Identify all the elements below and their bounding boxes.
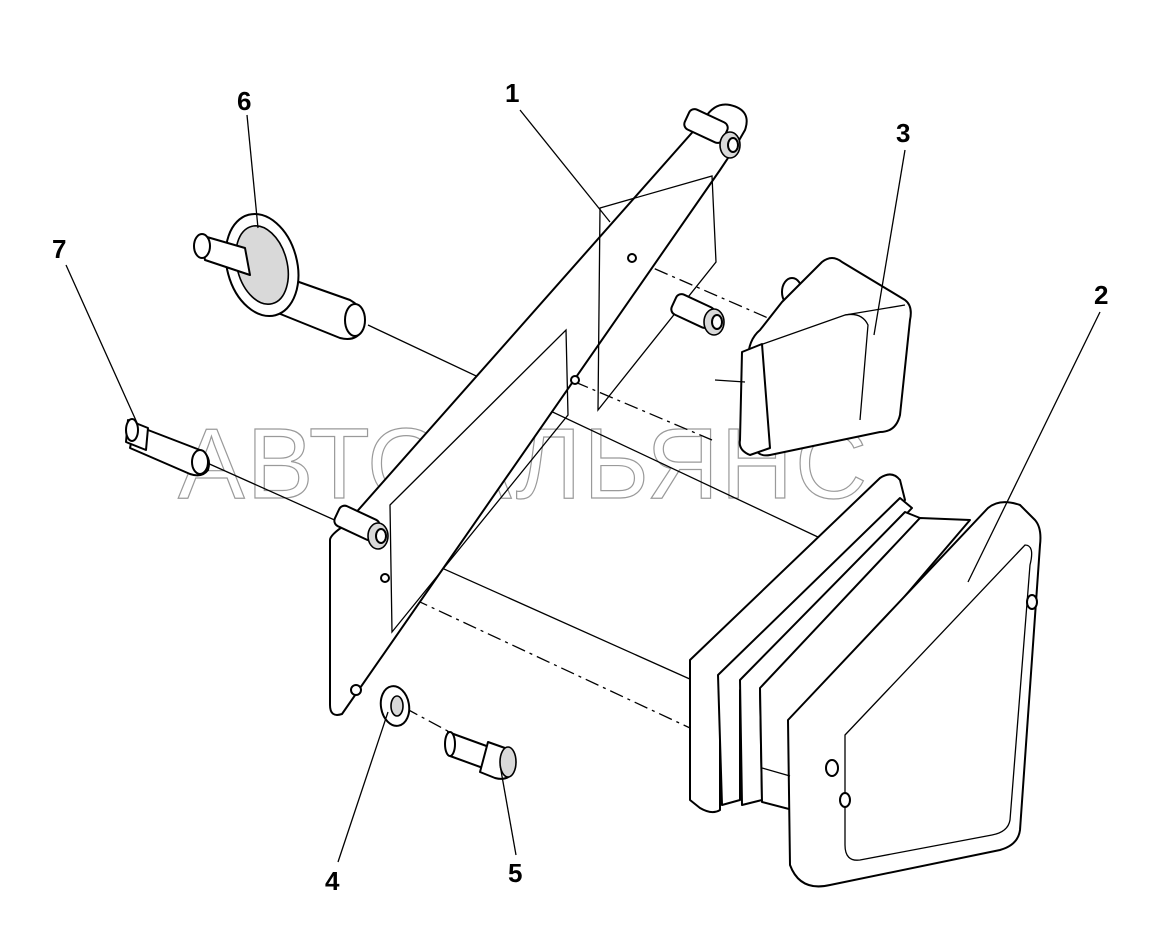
callout-4: 4 (325, 866, 340, 896)
leader-lines (65, 109, 1101, 863)
callout-6: 6 (237, 86, 251, 116)
bracket-stud-bottom (333, 504, 389, 550)
callout-1: 1 (505, 78, 519, 108)
callout-3: 3 (896, 118, 910, 148)
assembly-axis-lines (204, 257, 821, 743)
switch-with-flange (193, 212, 366, 340)
screw (444, 731, 517, 780)
bracket-stud-top (683, 108, 741, 159)
long-pin (125, 418, 210, 477)
washer (379, 685, 411, 727)
indicator-lamp (714, 257, 912, 457)
mounting-bracket (329, 103, 748, 716)
callout-7: 7 (52, 234, 66, 264)
rectangular-lamp (689, 473, 1042, 888)
callout-2: 2 (1094, 280, 1108, 310)
callout-5: 5 (508, 858, 522, 888)
bracket-stud-middle (670, 293, 725, 336)
